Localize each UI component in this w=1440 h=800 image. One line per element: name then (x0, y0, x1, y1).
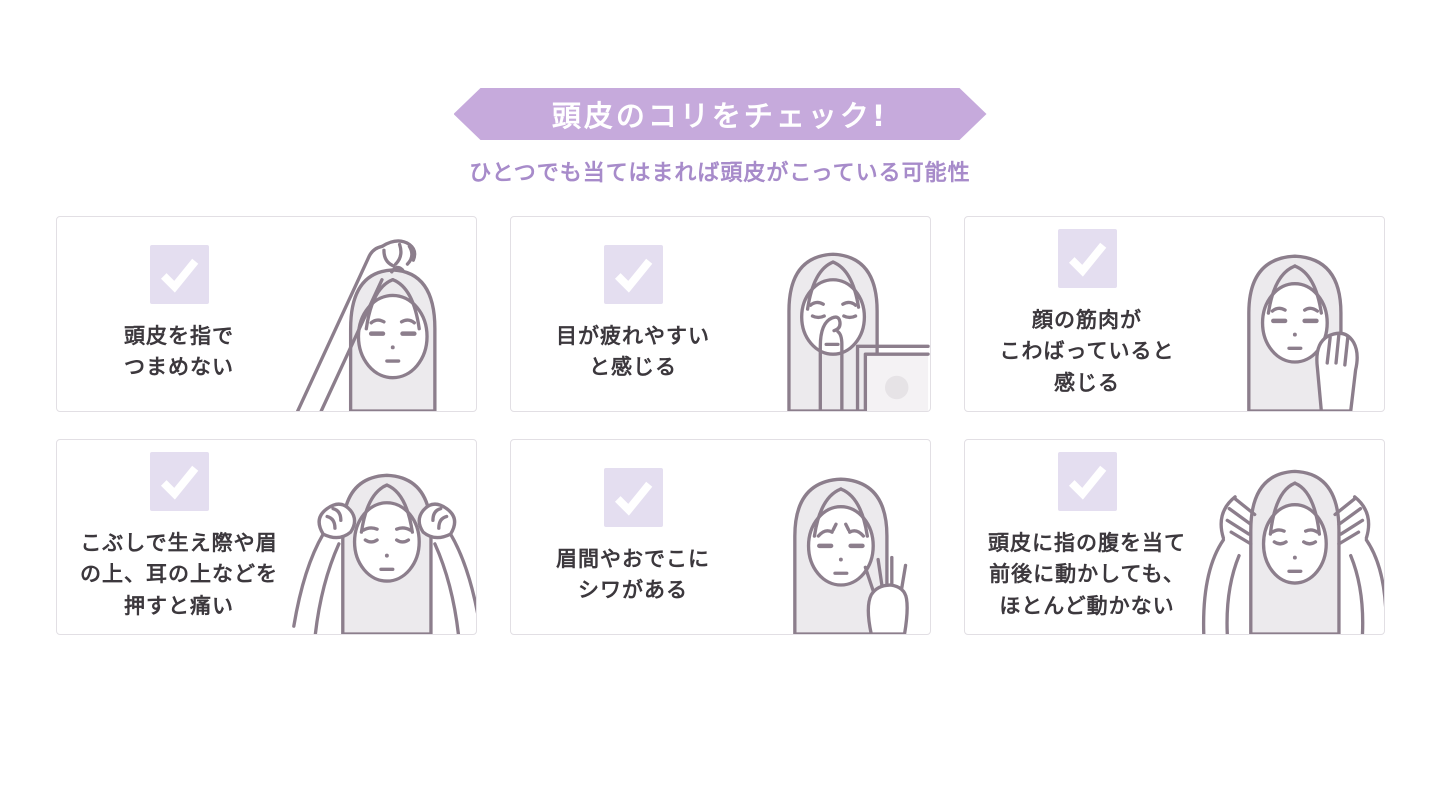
checkbox-checked (1057, 451, 1117, 511)
checkbox-checked (149, 451, 209, 511)
card-illustration-column (1194, 440, 1384, 634)
checkbox-checked (603, 244, 663, 304)
checkmark-icon (1068, 242, 1106, 277)
woman-fists-on-temples-illustration (291, 473, 476, 634)
checklist-item-label: 顔の筋肉が こわばっていると 感じる (999, 307, 1175, 395)
page-title: 頭皮のコリをチェック! (551, 99, 889, 133)
checklist-card-scalp-stiff: 頭皮に指の腹を当て 前後に動かしても、 ほとんど動かない (963, 439, 1385, 635)
checklist-grid: 頭皮を指で つまめない (0, 216, 1440, 635)
checkmark-icon (160, 465, 198, 500)
woman-frowning-hand-on-face-illustration (792, 477, 909, 634)
checklist-item-label: こぶしで生え際や眉 の上、耳の上などを 押すと痛い (80, 530, 278, 618)
card-text-column: こぶしで生え際や眉 の上、耳の上などを 押すと痛い (57, 440, 286, 634)
card-text-column: 顔の筋肉が こわばっていると 感じる (965, 217, 1194, 411)
card-illustration-column (740, 217, 930, 411)
checklist-card-tired-eyes: 目が疲れやすい と感じる (509, 216, 931, 412)
checklist-card-pinch-scalp: 頭皮を指で つまめない (55, 216, 477, 412)
card-illustration-column (286, 217, 476, 411)
checklist-item-label: 頭皮を指で つまめない (124, 323, 234, 380)
page-subtitle: ひとつでも当てはまれば頭皮がこっている可能性 (469, 161, 971, 186)
checkbox-checked (603, 467, 663, 527)
checklist-item-label: 目が疲れやすい と感じる (556, 323, 710, 380)
card-illustration-column (1194, 217, 1384, 411)
card-text-column: 眉間やおでこに シワがある (511, 440, 740, 634)
checklist-card-stiff-face: 顔の筋肉が こわばっていると 感じる (963, 216, 1385, 412)
checklist-card-forehead-wrinkles: 眉間やおでこに シワがある (509, 439, 931, 635)
woman-massaging-scalp-illustration (1201, 469, 1384, 634)
card-illustration-column (740, 440, 930, 634)
checkmark-icon (614, 481, 652, 516)
section-title-banner: 頭皮のコリをチェック! (454, 88, 987, 140)
checklist-item-label: 頭皮に指の腹を当て 前後に動かしても、 ほとんど動かない (988, 530, 1186, 618)
card-text-column: 頭皮に指の腹を当て 前後に動かしても、 ほとんど動かない (965, 440, 1194, 634)
woman-rubbing-eye-at-laptop-illustration (786, 252, 930, 411)
checkmark-icon (614, 258, 652, 293)
checkbox-checked (149, 244, 209, 304)
checkmark-icon (160, 258, 198, 293)
woman-pinching-scalp-illustration (295, 239, 437, 411)
checkbox-checked (1057, 228, 1117, 288)
page-header: 頭皮のコリをチェック! ひとつでも当てはまれば頭皮がこっている可能性 (0, 88, 1440, 187)
checklist-item-label: 眉間やおでこに シワがある (556, 546, 710, 603)
card-text-column: 目が疲れやすい と感じる (511, 217, 740, 411)
woman-hand-on-cheek-illustration (1246, 254, 1359, 411)
card-text-column: 頭皮を指で つまめない (57, 217, 286, 411)
checklist-card-fist-pain: こぶしで生え際や眉 の上、耳の上などを 押すと痛い (55, 439, 477, 635)
checkmark-icon (1068, 465, 1106, 500)
card-illustration-column (286, 440, 476, 634)
